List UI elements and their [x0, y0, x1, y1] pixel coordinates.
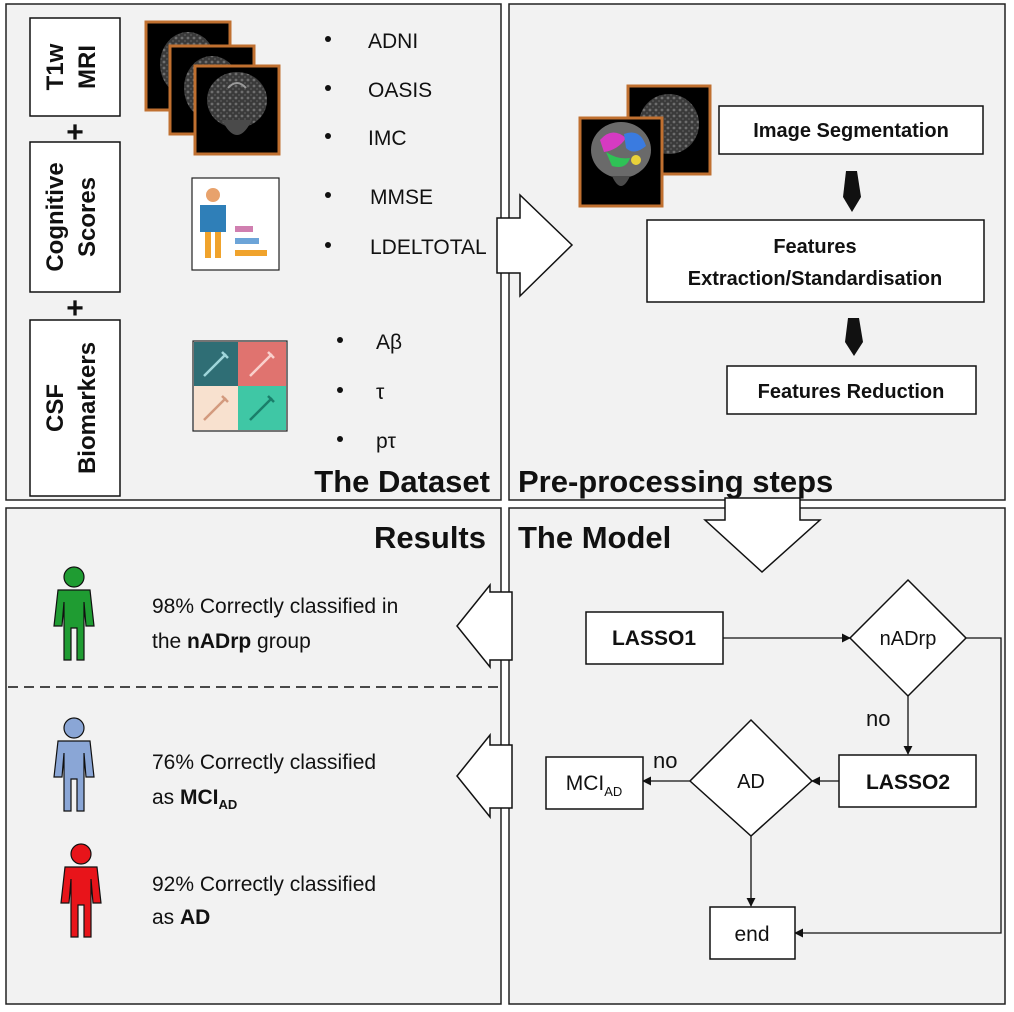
arrow-seg-to-extraction: [843, 171, 861, 212]
modality-box-cognitive: [29, 141, 121, 293]
mri-source-imc: IMC: [368, 127, 407, 150]
mri-source-adni: ADNI: [368, 30, 418, 53]
result-mci-line2: as MCIAD: [152, 786, 237, 812]
result-mci-line1: 76% Correctly classified: [152, 751, 376, 774]
cognitive-score-ldeltotal: LDELTOTAL: [370, 236, 487, 259]
person-icon-nadrp: [53, 566, 95, 661]
features-reduction-box: [726, 365, 977, 415]
result-nadrp-line1: 98% Correctly classified in: [152, 595, 398, 618]
csf-biomarker-ptau: pτ: [376, 430, 397, 453]
csf-syringe-icon: [192, 340, 288, 432]
cognitive-assessment-icon: [191, 177, 280, 271]
csf-biomarker-tau: τ: [376, 381, 385, 404]
csf-biomarker-abeta: Aβ: [376, 331, 402, 354]
mri-sources-list: ADNI OASIS IMC: [325, 30, 432, 150]
result-ad-line1: 92% Correctly classified: [152, 873, 376, 896]
end-label: end: [734, 923, 769, 946]
features-reduction-label: Features Reduction: [758, 381, 945, 403]
cognitive-score-mmse: MMSE: [370, 186, 433, 209]
end-box: [709, 906, 796, 960]
mci-ad-box: [545, 756, 644, 810]
modality-cognitive-line1: Cognitive: [42, 162, 69, 271]
plus-sign-1: +: [66, 116, 84, 149]
csf-biomarkers-list: Aβ τ pτ: [337, 331, 402, 453]
mri-images-icon: [144, 20, 281, 156]
preprocessing-title: Pre-processing steps: [518, 464, 833, 499]
plus-sign-2: +: [66, 292, 84, 325]
no-label-1: no: [866, 706, 890, 731]
modality-csf-line2: Biomarkers: [74, 342, 101, 474]
decision-ad-label: AD: [737, 771, 765, 793]
features-extraction-line1: Features: [773, 236, 856, 258]
lasso2-box: [838, 754, 977, 808]
segmented-mri-icon: [578, 84, 712, 208]
modality-mri-line1: T1w: [42, 43, 69, 90]
mri-source-oasis: OASIS: [368, 79, 432, 102]
lasso2-label: LASSO2: [866, 771, 950, 794]
lasso1-label: LASSO1: [612, 627, 696, 650]
lasso1-box: [585, 611, 724, 665]
arrow-model-to-result-nadrp: [456, 582, 513, 670]
image-segmentation-label: Image Segmentation: [753, 120, 949, 142]
arrow-preprocessing-to-model: [703, 497, 822, 574]
edge-nadrp-to-end: [794, 637, 1002, 938]
arrow-extraction-to-reduction: [845, 318, 863, 356]
modality-cognitive-line2: Scores: [74, 177, 101, 257]
decision-nadrp-label: nADrp: [880, 628, 937, 650]
results-title: Results: [374, 520, 486, 555]
modality-box-csf: [29, 319, 121, 497]
image-segmentation-box: [718, 105, 984, 155]
person-icon-mci: [53, 717, 95, 812]
modality-mri-line2: MRI: [74, 45, 101, 89]
no-label-2: no: [653, 748, 677, 773]
arrow-model-to-result-ad: [456, 732, 513, 820]
features-extraction-line2: Extraction/Standardisation: [688, 268, 943, 290]
modality-box-mri: [29, 17, 121, 117]
features-extraction-box: [646, 219, 985, 303]
mci-ad-label: MCIAD: [566, 772, 623, 799]
person-icon-ad: [60, 843, 102, 938]
cognitive-scores-list: MMSE LDELTOTAL: [325, 186, 487, 259]
result-nadrp-line2: the nADrp group: [152, 630, 311, 653]
result-ad-line2: as AD: [152, 906, 210, 929]
dataset-title: The Dataset: [314, 464, 490, 499]
model-title: The Model: [518, 520, 671, 555]
arrow-dataset-to-preprocessing: [496, 193, 574, 298]
modality-csf-line1: CSF: [42, 384, 69, 432]
